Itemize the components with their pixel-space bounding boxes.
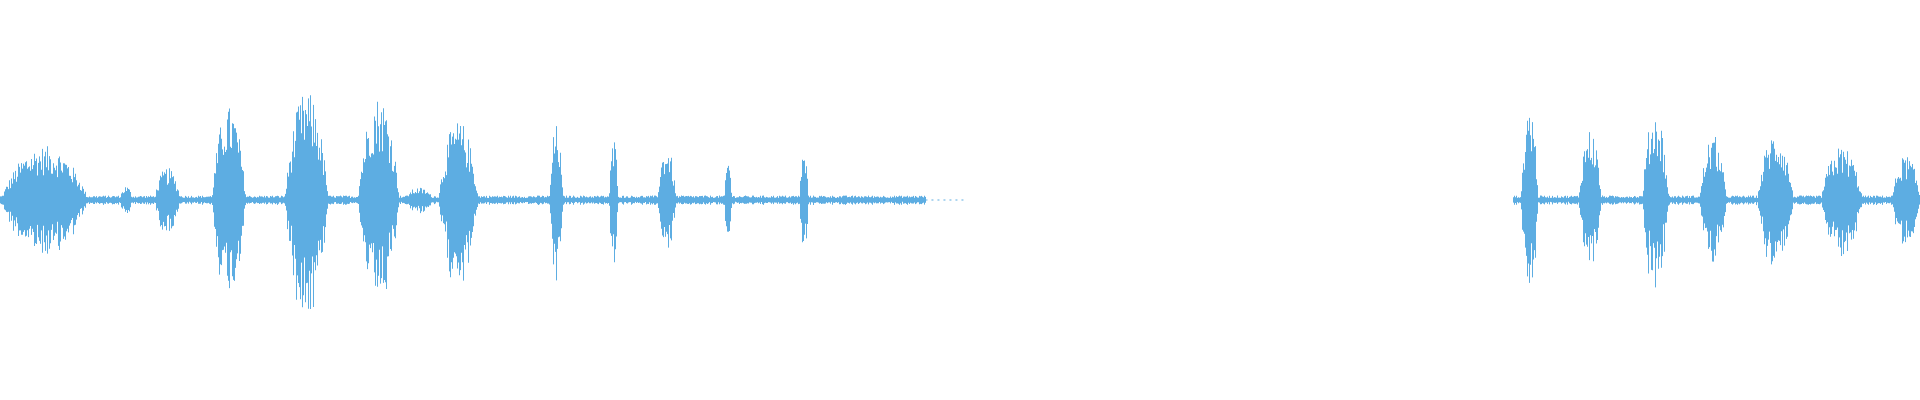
waveform-trace [0,95,1920,309]
